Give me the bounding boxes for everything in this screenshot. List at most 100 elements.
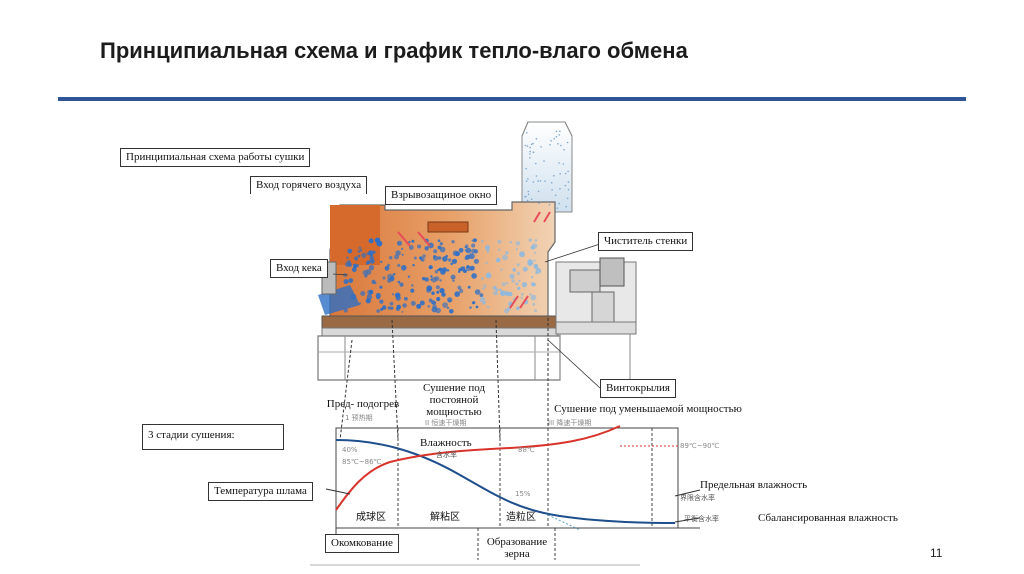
particle xyxy=(387,306,391,310)
particle xyxy=(468,253,475,260)
particle xyxy=(465,265,472,272)
particle xyxy=(452,279,455,282)
drying-chart xyxy=(325,425,701,560)
steam-particle xyxy=(560,144,562,147)
particle xyxy=(497,239,502,244)
particle xyxy=(485,272,492,279)
particle xyxy=(343,308,348,313)
particle xyxy=(457,285,462,290)
particle xyxy=(430,275,433,278)
particle xyxy=(469,306,472,309)
particle xyxy=(401,310,404,313)
particle xyxy=(446,306,450,310)
steam-particle xyxy=(563,149,565,151)
steam-particle xyxy=(550,182,553,184)
particle xyxy=(464,249,467,252)
title-underline xyxy=(58,97,966,101)
particle xyxy=(495,257,501,263)
particle xyxy=(366,260,371,265)
particle xyxy=(471,273,477,279)
particle xyxy=(439,242,443,246)
particle xyxy=(475,305,479,309)
particle xyxy=(353,263,357,267)
particle xyxy=(519,251,525,258)
particle xyxy=(435,307,442,314)
cake-inlet-label: Вход кека xyxy=(270,259,328,278)
particle xyxy=(376,309,381,313)
particle xyxy=(535,267,542,274)
particle xyxy=(515,241,521,246)
particle xyxy=(391,293,395,296)
particle xyxy=(374,281,377,285)
steam-particle xyxy=(527,178,529,180)
stage-preheat-cn: 1 预热期 xyxy=(345,414,373,422)
steam-particle xyxy=(530,198,533,200)
particle xyxy=(501,282,506,287)
particle xyxy=(448,299,452,303)
particle xyxy=(473,258,479,264)
steam-particle xyxy=(540,146,542,148)
particle xyxy=(493,290,498,296)
steam-particle xyxy=(537,180,539,182)
particle xyxy=(361,252,367,258)
particle xyxy=(439,246,446,253)
steam-particle xyxy=(553,175,555,177)
particle xyxy=(387,263,390,267)
steam-particle xyxy=(559,188,561,190)
particle xyxy=(497,248,501,252)
particle xyxy=(505,291,511,297)
particle xyxy=(521,292,524,296)
steam-particle xyxy=(532,151,535,153)
steam-particle xyxy=(525,167,527,170)
particle xyxy=(455,251,460,257)
particle xyxy=(512,268,516,272)
steam-particle xyxy=(554,194,557,197)
particle xyxy=(521,282,528,288)
particle xyxy=(471,301,475,305)
particle xyxy=(431,291,435,295)
steam-particle xyxy=(539,180,542,182)
temp-89-90: 89℃~90℃ xyxy=(680,442,720,450)
steam-particle xyxy=(567,181,570,183)
steam-particle xyxy=(525,132,528,134)
particle xyxy=(492,285,497,290)
particle xyxy=(389,301,394,306)
stage-preheat: Пред- подогрев xyxy=(326,398,400,410)
particle xyxy=(495,288,499,292)
steam-particle xyxy=(524,195,526,198)
particle xyxy=(441,292,446,297)
particle xyxy=(535,272,538,275)
cake-feeder xyxy=(318,261,360,315)
particle xyxy=(486,250,490,253)
particle xyxy=(533,259,536,262)
slide-title: Принципиальная схема и график тепло-влаг… xyxy=(100,38,688,63)
particle xyxy=(436,296,441,302)
steam-particle xyxy=(549,144,551,146)
steam-particle xyxy=(532,181,535,183)
particle xyxy=(396,307,400,312)
particle xyxy=(515,282,519,286)
particle xyxy=(401,265,407,271)
particle xyxy=(420,257,425,262)
particle xyxy=(531,275,534,279)
particle xyxy=(392,273,395,276)
particle xyxy=(410,288,415,293)
balanced-humidity-label: Сбалансированная влажность xyxy=(758,512,898,524)
particle xyxy=(441,267,447,273)
particle xyxy=(397,240,402,246)
particle xyxy=(439,279,442,282)
steam-particle xyxy=(557,143,559,145)
particle xyxy=(433,255,436,259)
particle xyxy=(343,279,349,285)
particle xyxy=(422,277,426,281)
steam-particle xyxy=(524,144,527,147)
particle xyxy=(427,305,431,308)
dryer-body xyxy=(317,201,561,381)
wall-cleaner-label: Чиститель стенки xyxy=(598,232,694,251)
particle xyxy=(462,266,466,269)
particle xyxy=(400,247,404,251)
particle xyxy=(413,256,417,260)
zone-1-cn: 成球区 xyxy=(356,512,386,523)
steam-particle xyxy=(562,163,565,165)
particle xyxy=(458,247,464,253)
